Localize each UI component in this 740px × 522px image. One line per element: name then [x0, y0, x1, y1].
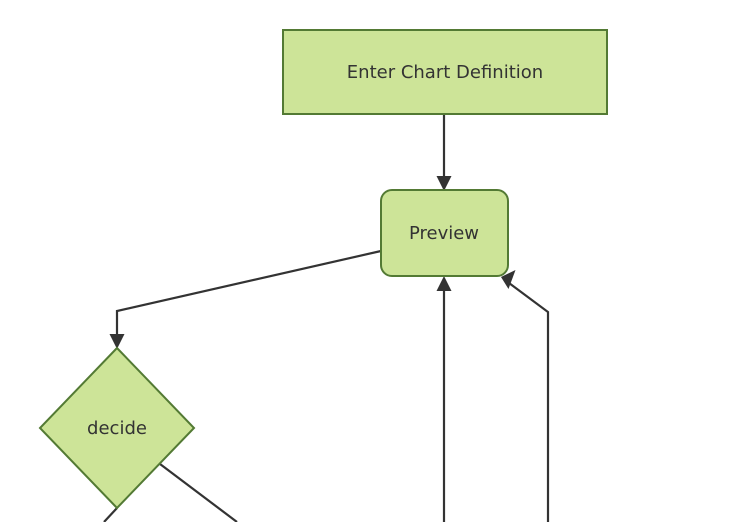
edge-bottom-left-to-preview	[436, 276, 452, 522]
node-decide-shape[interactable]	[38, 346, 196, 510]
node-preview-label: Preview	[409, 223, 479, 244]
node-enter-chart-definition-shape[interactable]	[282, 29, 608, 115]
edge-preview-to-decide	[109, 249, 382, 349]
node-enter-chart-definition[interactable]: Enter Chart Definition	[282, 29, 608, 115]
edge-bottom-right-to-preview-line	[508, 282, 550, 522]
edge-preview-to-decide-line	[115, 249, 382, 339]
edge-bottom-left-to-preview-arrowhead	[436, 276, 452, 291]
node-preview-shape[interactable]	[380, 189, 509, 277]
edge-decide-bottom-left	[103, 507, 118, 522]
edge-decide-bottom-right-line	[159, 463, 238, 522]
node-preview[interactable]: Preview	[380, 189, 509, 277]
edge-bottom-right-to-preview-arrowhead	[501, 270, 516, 289]
edge-enter-to-preview	[436, 114, 452, 191]
node-decide[interactable]: decide	[38, 346, 196, 510]
edge-preview-to-decide-arrowhead	[109, 334, 125, 349]
edge-enter-to-preview-arrowhead	[436, 176, 452, 191]
node-enter-chart-definition-label: Enter Chart Definition	[347, 62, 543, 83]
edge-decide-bottom-right	[159, 463, 238, 522]
edge-bottom-right-to-preview	[501, 270, 550, 522]
node-decide-label: decide	[87, 418, 147, 439]
edge-decide-bottom-left-line	[103, 507, 118, 522]
